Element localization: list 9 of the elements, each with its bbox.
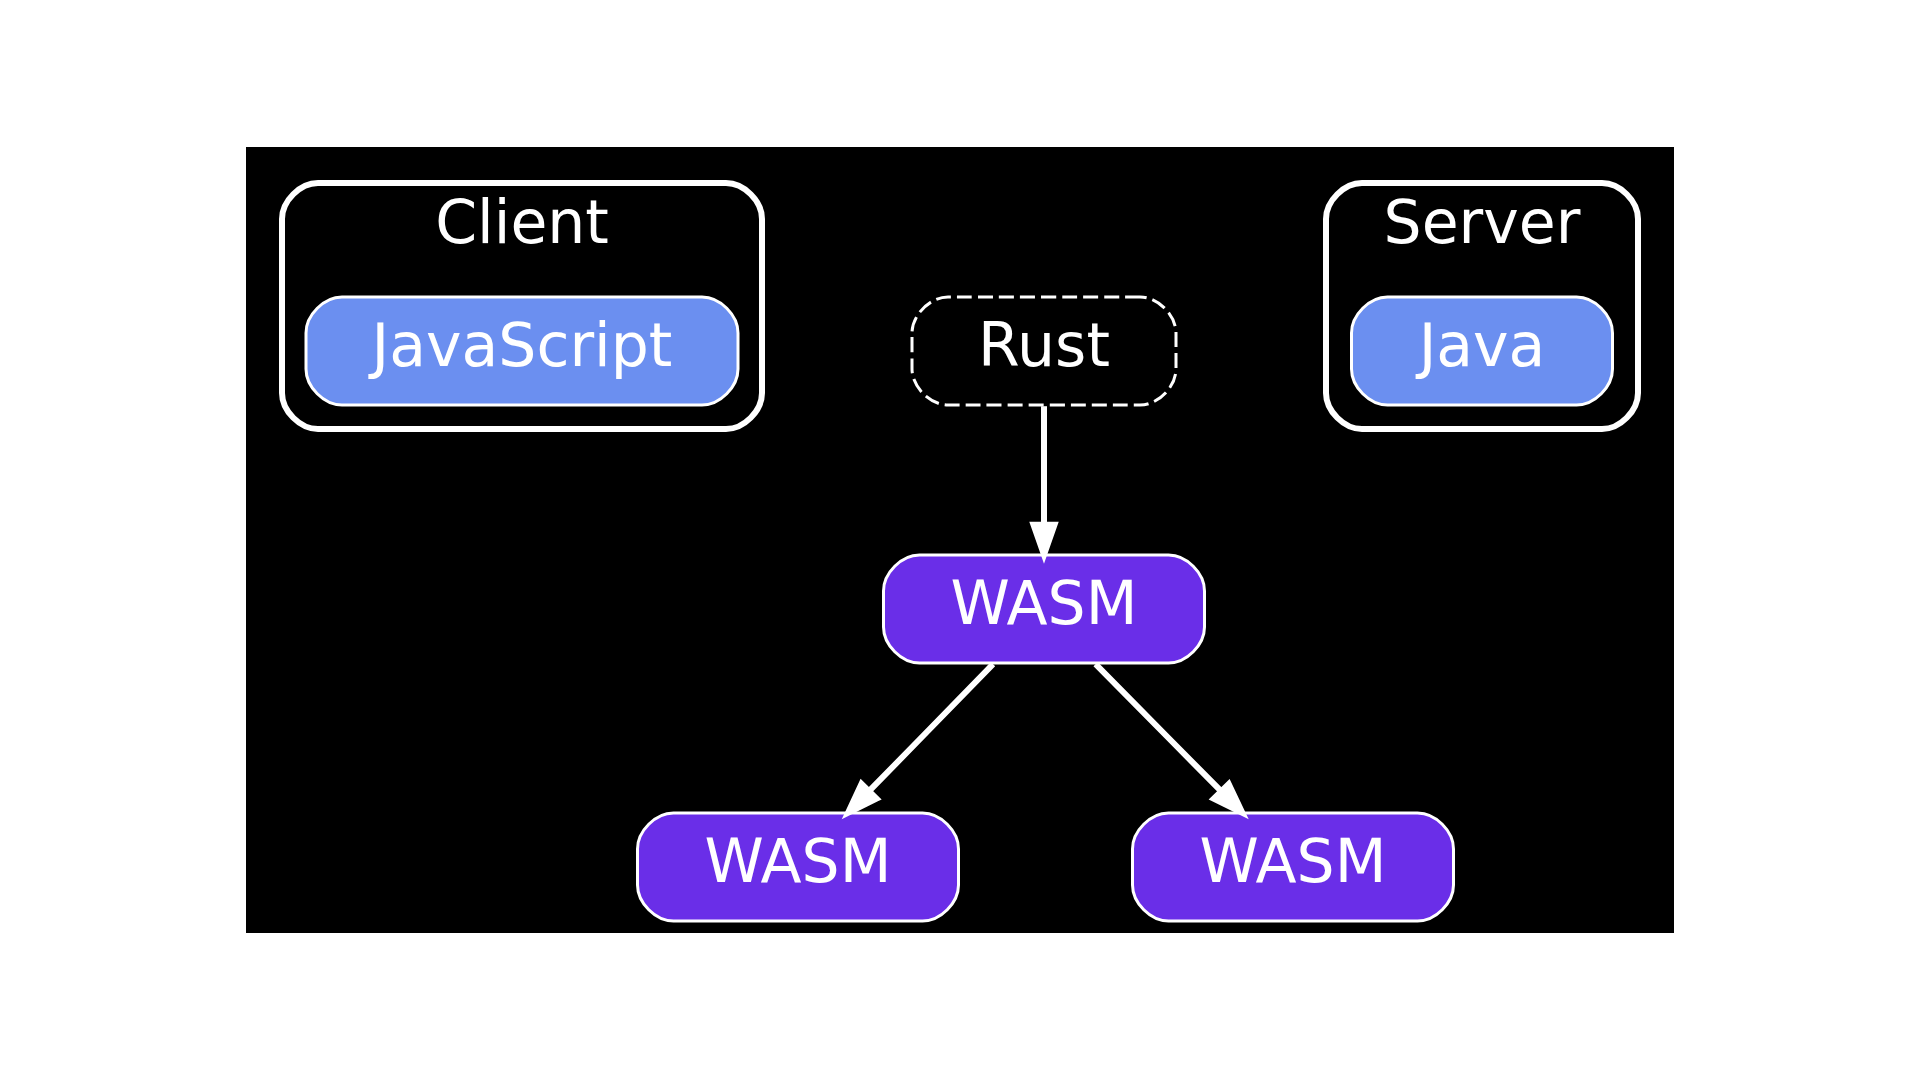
arrow xyxy=(1029,406,1059,564)
node-box: WASM xyxy=(1131,811,1455,923)
node-box: WASM xyxy=(882,553,1206,665)
node-box: JavaScript xyxy=(304,295,740,407)
arrow xyxy=(1093,662,1249,820)
node-box: Rust xyxy=(910,295,1178,407)
node-box: WASM xyxy=(636,811,960,923)
node-box: Java xyxy=(1350,295,1614,407)
arrow xyxy=(841,662,996,820)
